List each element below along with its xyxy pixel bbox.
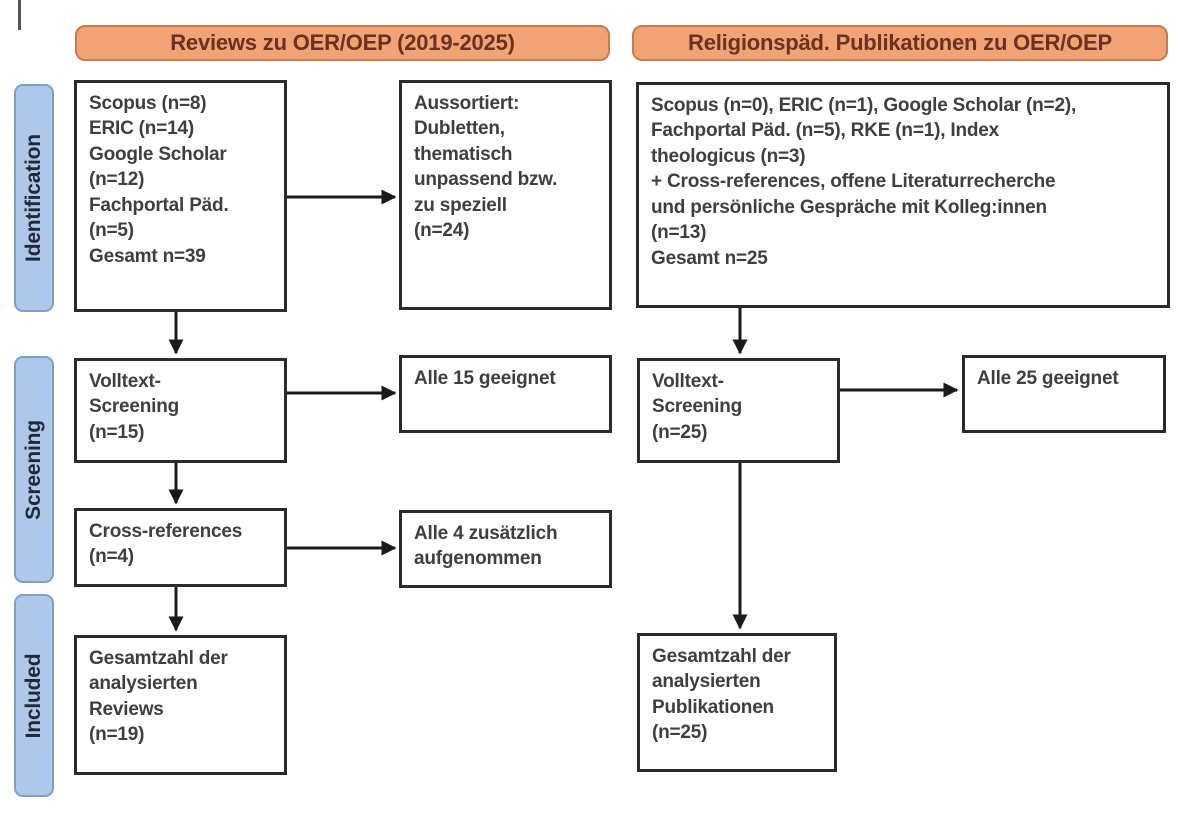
box-left-fulltext: Volltext- Screening (n=15): [74, 358, 287, 463]
header-reviews: Reviews zu OER/OEP (2019-2025): [75, 25, 610, 61]
box-right-fulltext: Volltext- Screening (n=25): [637, 358, 840, 463]
box-left-eligible: Alle 15 geeignet: [399, 355, 612, 433]
box-left-included: Gesamtzahl der analysierten Reviews (n=1…: [74, 635, 287, 775]
stage-identification: Identification: [14, 84, 54, 312]
box-right-sources: Scopus (n=0), ERIC (n=1), Google Scholar…: [636, 82, 1170, 308]
header-religionspaed: Religionspäd. Publikationen zu OER/OEP: [632, 25, 1168, 61]
box-right-eligible: Alle 25 geeignet: [962, 355, 1166, 433]
stage-screening-label: Screening: [22, 419, 45, 520]
stage-included-label: Included: [22, 653, 45, 738]
stage-included: Included: [14, 594, 54, 797]
box-right-included: Gesamtzahl der analysierten Publikatione…: [637, 633, 837, 772]
box-left-crossref: Cross-references (n=4): [74, 508, 287, 587]
box-left-excluded: Aussortiert: Dubletten, thematisch unpas…: [399, 80, 612, 310]
box-left-added: Alle 4 zusätzlich aufgenommen: [399, 510, 612, 588]
stage-screening: Screening: [14, 356, 54, 583]
scan-artifact: [18, 0, 21, 30]
box-left-sources: Scopus (n=8) ERIC (n=14) Google Scholar …: [74, 80, 287, 312]
stage-identification-label: Identification: [22, 134, 45, 262]
